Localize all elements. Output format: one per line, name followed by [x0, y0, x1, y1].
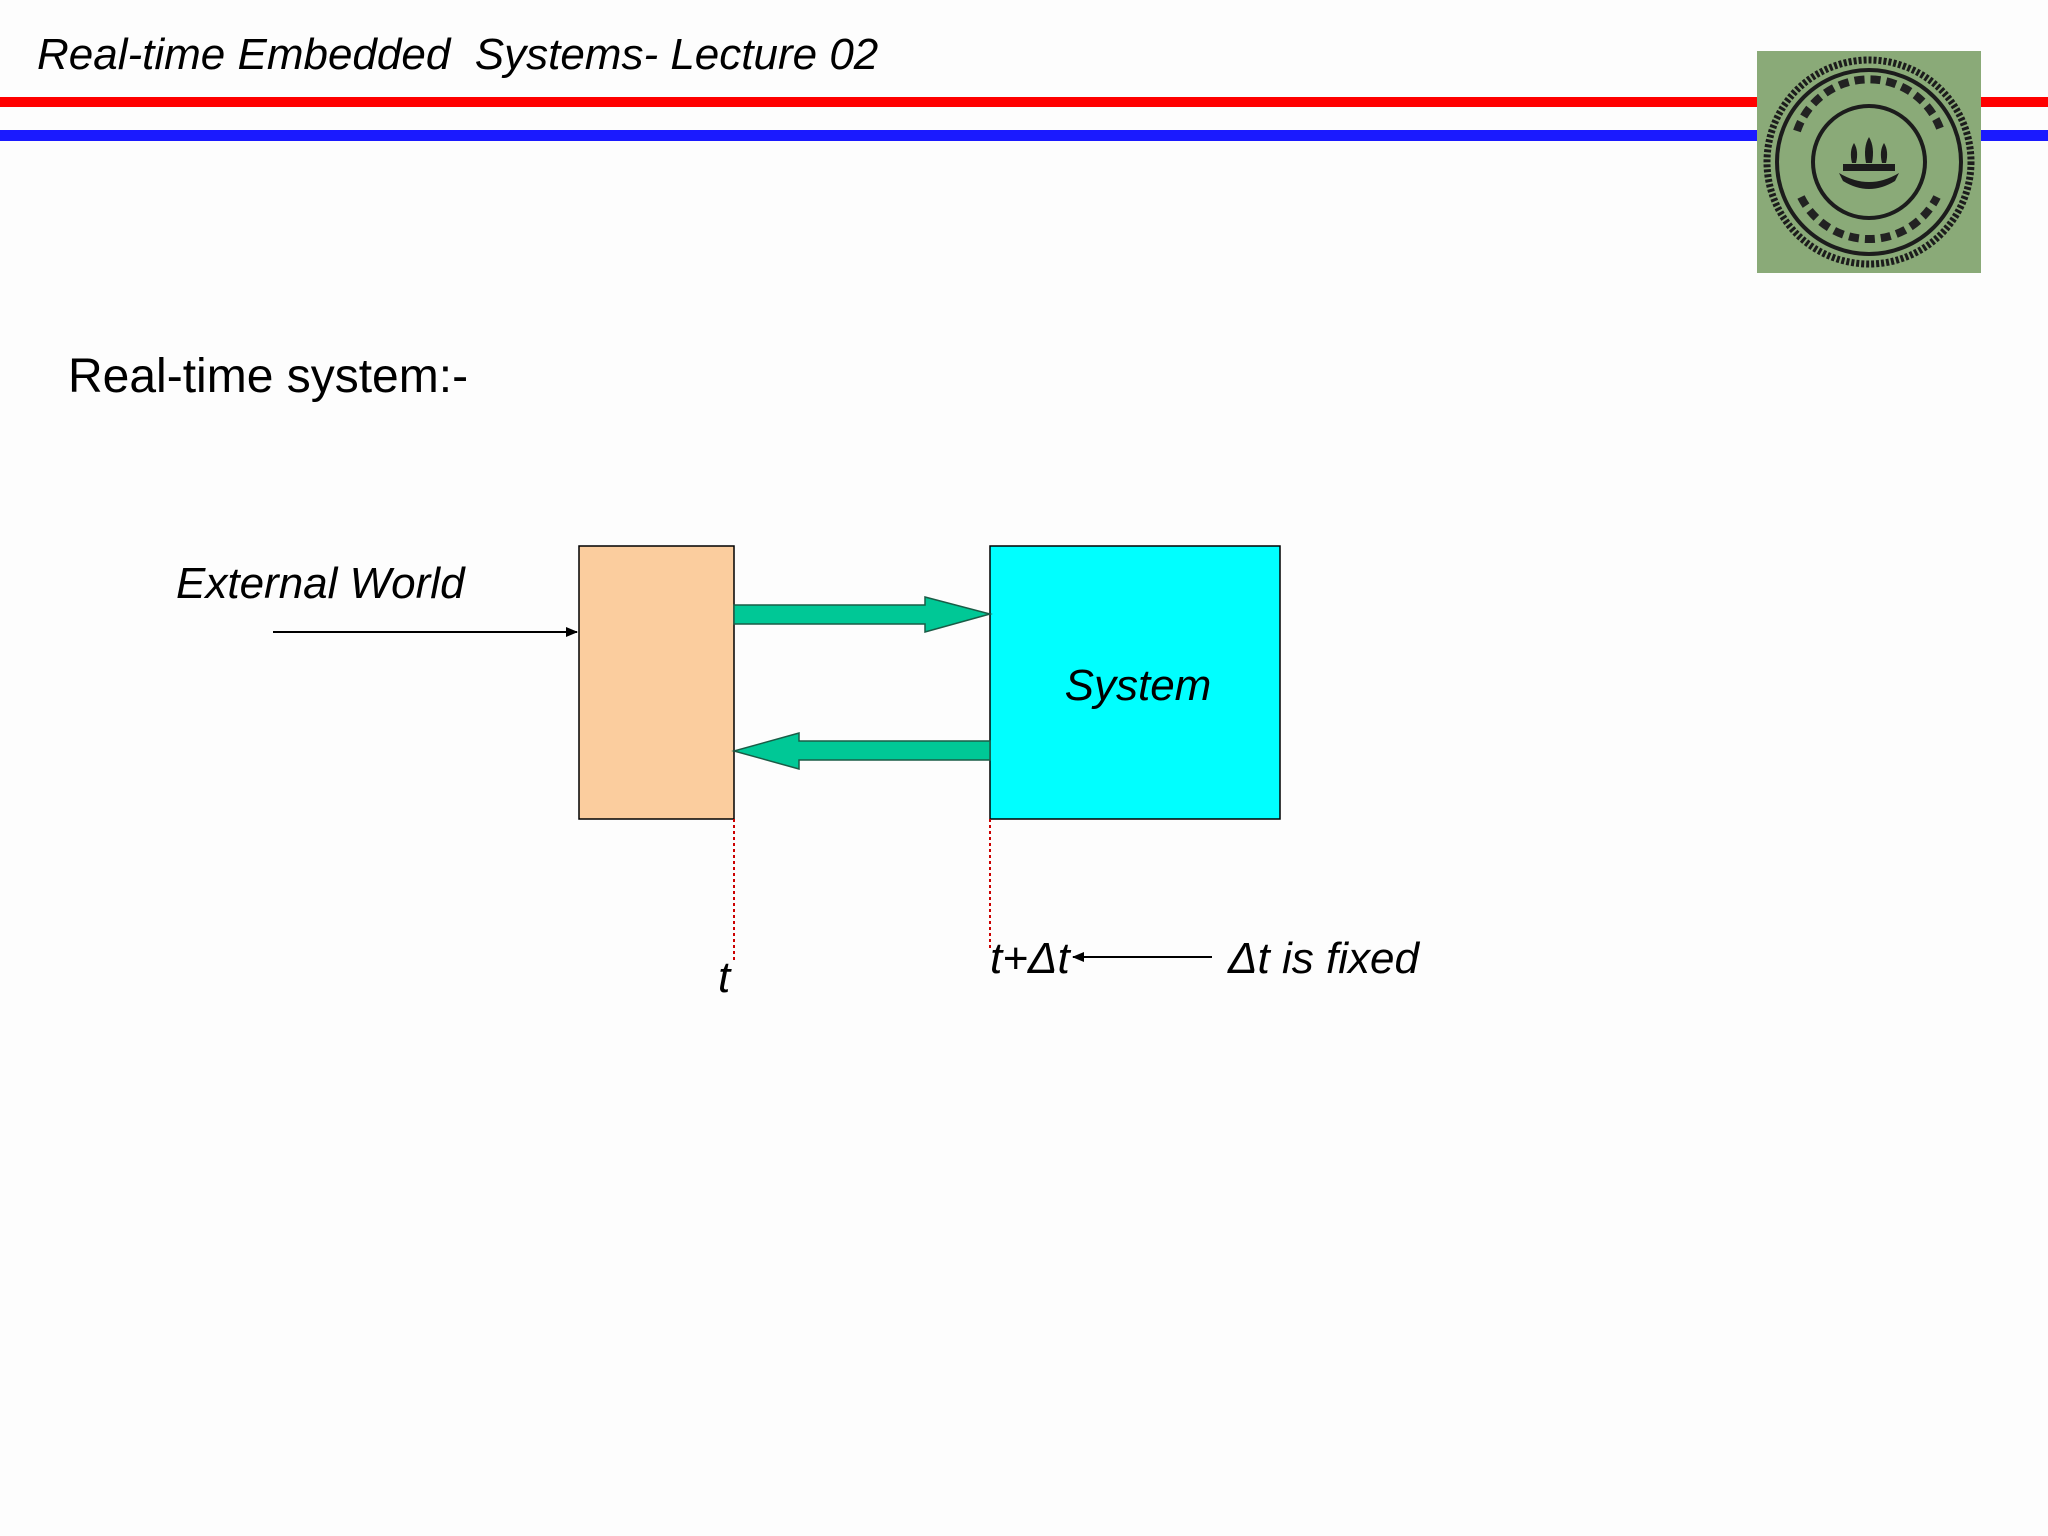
interface-box — [578, 545, 735, 820]
time-t-label: t — [718, 953, 732, 1002]
system-label: System — [1065, 661, 1212, 710]
university-seal-icon — [1757, 51, 1981, 273]
request-arrow — [733, 596, 993, 633]
header-title: Real-time Embedded Systems- Lecture 02 — [37, 30, 879, 79]
header-rule-top — [0, 97, 2048, 107]
system-box — [989, 545, 1281, 820]
delta-fixed-label: Δt is fixed — [1227, 934, 1420, 983]
time-t-delta-label: t+Δt — [990, 934, 1071, 983]
header-rule-bottom — [0, 130, 2048, 141]
slide-subtitle: Real-time system:- — [68, 350, 469, 403]
response-arrow — [731, 732, 991, 770]
external-world-label: External World — [176, 559, 466, 608]
